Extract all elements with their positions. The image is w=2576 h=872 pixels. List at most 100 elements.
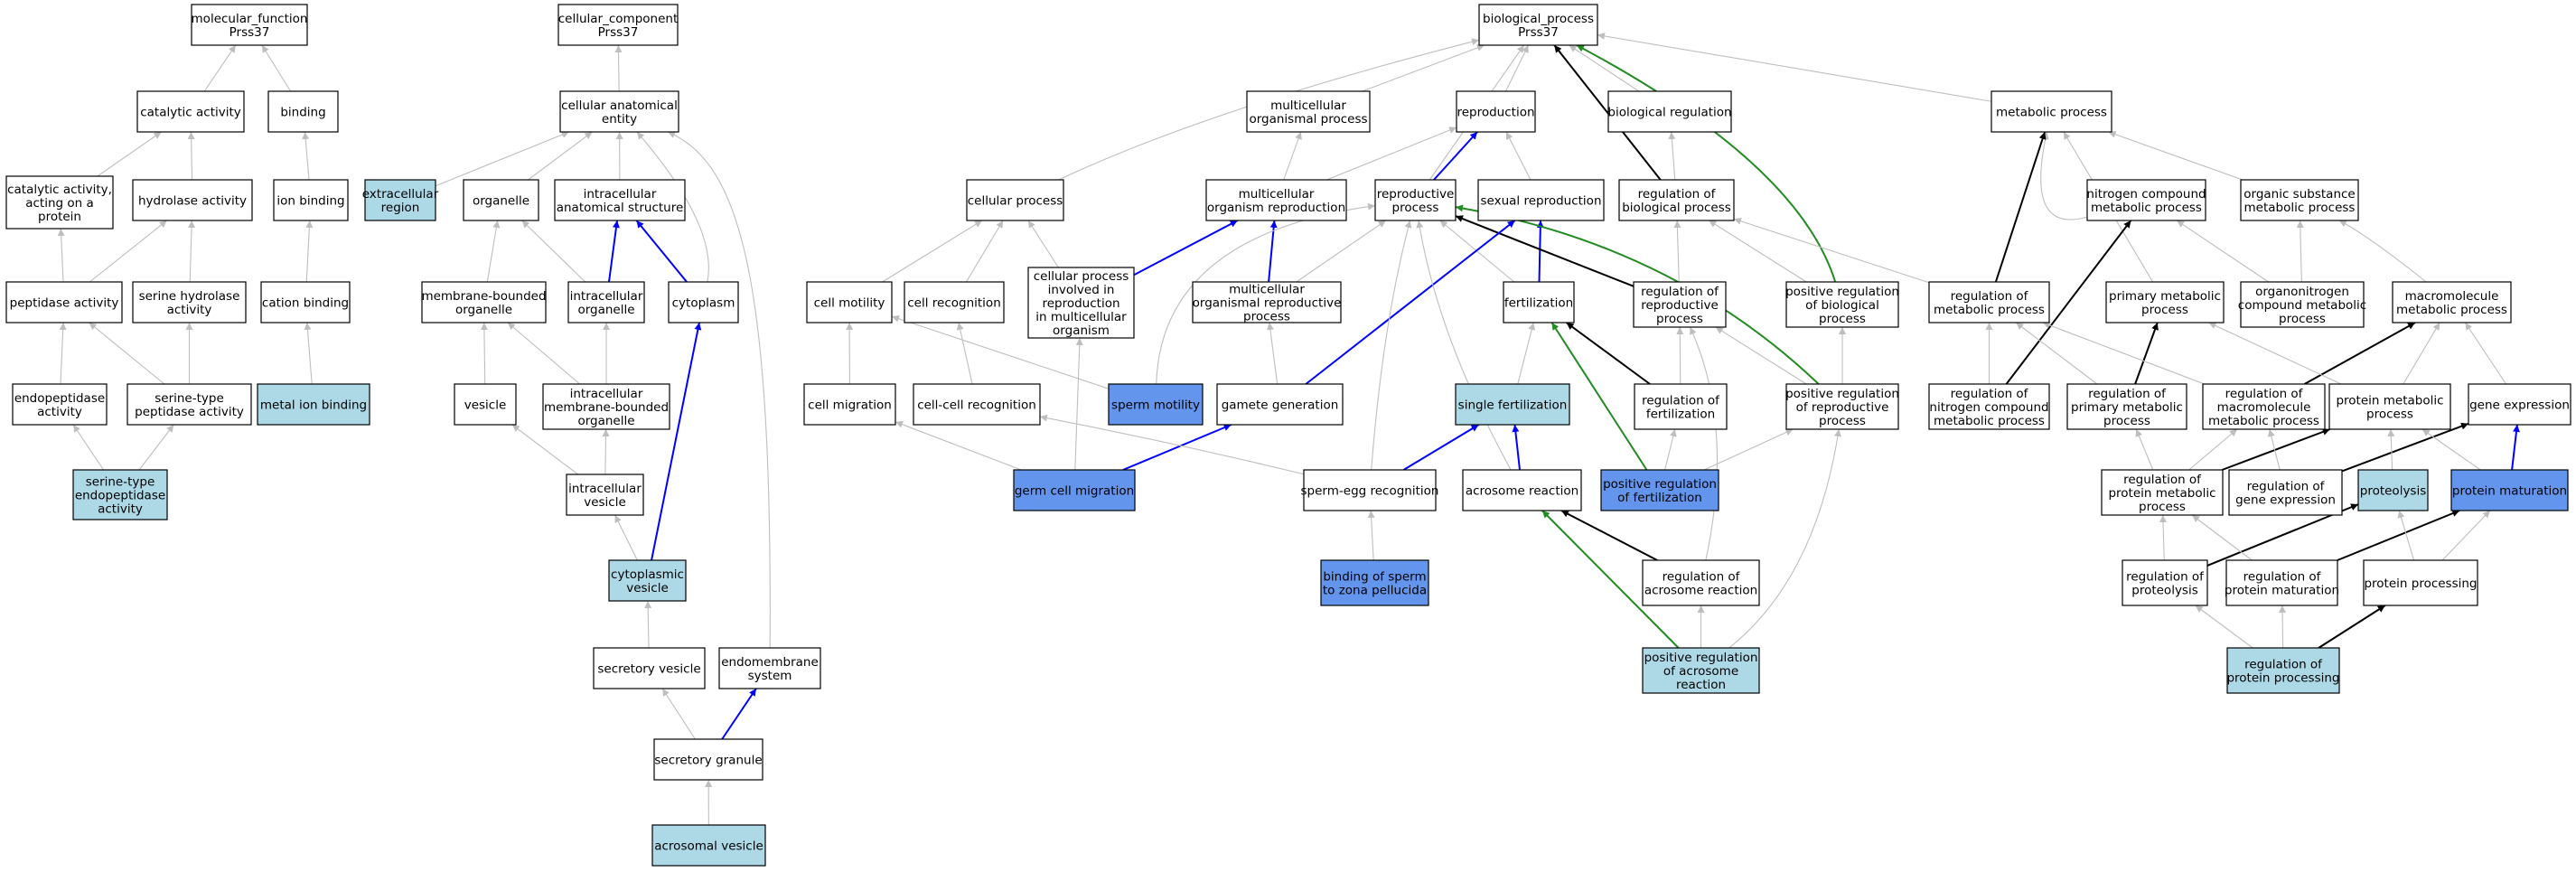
term-node-cellular-process[interactable]: cellular process — [966, 179, 1064, 221]
term-node-cell-migration[interactable]: cell migration — [803, 383, 896, 426]
term-node-proteolysis[interactable]: proteolysis — [2357, 469, 2429, 511]
edge-is-a-protein-mp-to-macromolecule — [2403, 322, 2440, 385]
term-node-sg[interactable]: secretory granule — [653, 738, 763, 781]
term-node-cytoplasm[interactable]: cytoplasm — [668, 281, 739, 323]
term-node-reproduction[interactable]: reproduction — [1456, 90, 1536, 133]
term-box — [1013, 469, 1136, 511]
term-node-gamete-gen[interactable]: gamete generation — [1216, 383, 1344, 426]
term-node-acrosome-reaction[interactable]: acrosome reaction — [1462, 469, 1582, 511]
term-node-binding[interactable]: binding — [267, 90, 339, 133]
term-node-protein-processing[interactable]: protein processing — [2363, 559, 2478, 606]
term-label-line: regulation of — [1642, 394, 1720, 408]
term-node-metal-ion[interactable]: metal ion binding — [257, 383, 370, 426]
term-label-line: protein processing — [2226, 671, 2339, 686]
term-label-line: reproductive — [1377, 187, 1455, 202]
term-node-gene-expr[interactable]: gene expression — [2468, 383, 2571, 426]
edge-positively-regulates-pos-reg-bp-to-bp — [1576, 44, 1837, 283]
edge-is-a-germ-cell-mig-to-cell-migration — [895, 420, 1022, 471]
edge-is-a-cv-to-iv — [614, 514, 638, 561]
term-node-germ-cell-mig[interactable]: germ cell migration — [1013, 469, 1136, 511]
term-node-cell-recognition[interactable]: cell recognition — [904, 281, 1005, 323]
term-node-single-fert[interactable]: single fertilization — [1455, 383, 1570, 426]
term-node-peptidase[interactable]: peptidase activity — [5, 281, 123, 323]
term-label-line: Prss37 — [1518, 25, 1559, 40]
term-node-hydrolase[interactable]: hydrolase activity — [132, 179, 253, 221]
term-node-ccr[interactable]: cell-cell recognition — [913, 383, 1041, 426]
edge-is-a-protein-mp-to-pmp — [2208, 322, 2342, 385]
term-node-ion-binding[interactable]: ion binding — [273, 179, 349, 221]
term-node-cell-motility[interactable]: cell motility — [806, 281, 893, 323]
term-box — [421, 281, 547, 323]
term-node-sperm-egg[interactable]: sperm-egg recognition — [1301, 469, 1439, 511]
term-label-line: process — [1392, 201, 1439, 215]
edge-is-a-endopeptidase-to-peptidase — [59, 322, 67, 385]
term-label-line: process — [2103, 414, 2150, 428]
edge-is-a-germ-cell-mig-to-cpirmo — [1074, 337, 1083, 471]
term-label-line: to zona pellucida — [1323, 584, 1427, 598]
term-node-organelle[interactable]: organelle — [463, 179, 539, 221]
term-node-metabolic[interactable]: metabolic process — [1991, 90, 2112, 133]
term-box — [651, 824, 766, 867]
term-box — [1456, 90, 1536, 133]
term-label-line: acrosome reaction — [1466, 484, 1578, 499]
term-node-bio-reg[interactable]: biological regulation — [1607, 90, 1732, 133]
term-node-cation-binding[interactable]: cation binding — [260, 281, 351, 323]
term-node-sperm-motility[interactable]: sperm motility — [1108, 383, 1204, 426]
term-node-vesicle[interactable]: vesicle — [454, 383, 517, 426]
term-node-sv[interactable]: secretory vesicle — [593, 647, 706, 689]
term-node-fertilization[interactable]: fertilization — [1503, 281, 1575, 323]
edge-positively-regulates-pos-reg-fert-to-fertilization — [1550, 322, 1648, 471]
term-node-protein-maturation[interactable]: protein maturation — [2450, 469, 2569, 511]
term-box — [653, 738, 763, 781]
term-node-catalytic[interactable]: catalytic activity — [136, 90, 245, 133]
term-node-sexual-repro[interactable]: sexual reproduction — [1477, 179, 1605, 221]
term-node-acrosomal[interactable]: acrosomal vesicle — [651, 824, 766, 867]
